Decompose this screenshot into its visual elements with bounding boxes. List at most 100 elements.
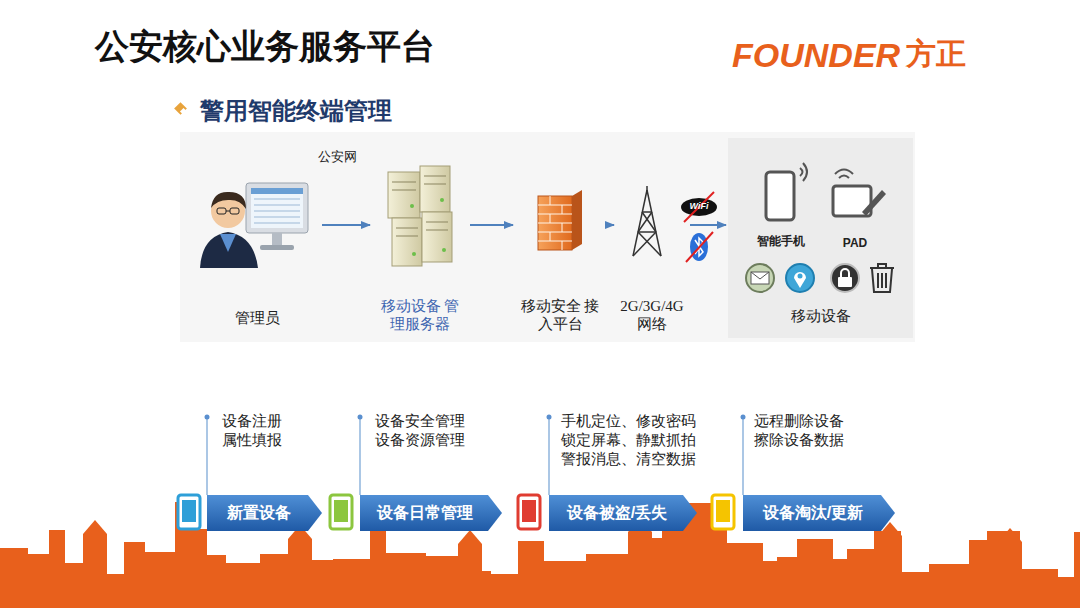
smartphone-icon xyxy=(771,179,789,211)
city-skyline xyxy=(83,520,107,608)
administrator-icon xyxy=(230,208,239,214)
firewall-icon xyxy=(538,241,572,242)
location-icon xyxy=(798,274,803,279)
city-skyline xyxy=(628,518,652,608)
administrator-icon xyxy=(251,188,303,194)
stage-note: 设备注册 属性填报 xyxy=(222,412,290,450)
diagram-ground xyxy=(180,132,915,342)
server-icon xyxy=(396,236,418,237)
bullet-diamond xyxy=(174,102,187,115)
chevron-shape xyxy=(360,495,502,531)
firewall-icon xyxy=(562,241,563,250)
server-icon xyxy=(392,182,416,183)
administrator-icon xyxy=(211,192,246,209)
antenna-tower xyxy=(638,231,656,233)
wifi-disabled-icon xyxy=(684,192,714,222)
message-icon xyxy=(746,264,774,292)
administrator-icon xyxy=(260,245,294,250)
bullet-diamond xyxy=(180,108,187,115)
tablet-icon xyxy=(839,176,849,179)
stage-chevron: 设备被盗/丢失 xyxy=(549,495,697,531)
leader-line xyxy=(742,418,744,495)
firewall-icon xyxy=(538,232,572,233)
city-skyline xyxy=(458,530,482,608)
flow-arrow xyxy=(690,224,726,226)
city-skyline xyxy=(288,525,312,608)
city-skyline xyxy=(998,528,1022,608)
network-label: 公安网 xyxy=(318,149,357,165)
antenna-tower xyxy=(633,186,661,256)
device-panel: 移动设备智能手机PAD xyxy=(728,138,913,338)
administrator-icon xyxy=(254,211,300,212)
smartphone-icon xyxy=(800,168,803,176)
leader-line xyxy=(359,418,361,495)
administrator-icon xyxy=(246,183,308,233)
antenna-tower xyxy=(638,232,661,256)
node-label: 移动安全 接入平台 xyxy=(518,297,602,335)
node-label: 2G/3G/4G 网络 xyxy=(616,297,688,335)
lock-icon xyxy=(831,264,859,292)
server-icon xyxy=(410,204,414,208)
timeline-phone-icon xyxy=(178,495,200,529)
node-label: 管理员 xyxy=(235,309,280,328)
node-label: PAD xyxy=(843,236,867,250)
administrator-icon xyxy=(217,208,226,214)
logo-text: 方正 xyxy=(906,35,966,73)
wifi-disabled-icon xyxy=(681,192,717,222)
server-icon xyxy=(426,230,448,231)
lock-icon xyxy=(841,269,849,277)
timeline-phone-icon xyxy=(330,495,352,529)
access-platform-node: 移动安全 接入平台 xyxy=(515,160,605,338)
administrator-icon xyxy=(254,217,300,218)
server-icon xyxy=(424,184,446,185)
city-skyline xyxy=(878,522,902,608)
leader-line xyxy=(358,415,363,420)
trash-icon xyxy=(881,273,883,288)
server-icon xyxy=(396,228,418,229)
server-node: 移动设备 管理服务器 xyxy=(372,160,468,338)
message-icon xyxy=(751,272,769,279)
bullet-diamond xyxy=(174,102,187,115)
page-title: 公安核心业务服务平台 xyxy=(95,24,435,70)
tablet-icon xyxy=(862,190,886,216)
network-node: 2G/3G/4G 网络 xyxy=(616,160,688,338)
antenna-tower xyxy=(642,211,652,213)
tablet-node: PAD xyxy=(822,160,888,250)
trash-icon xyxy=(870,264,894,292)
location-icon xyxy=(786,264,814,292)
chevron-shape xyxy=(743,495,895,531)
smartphone-node: 智能手机 xyxy=(752,160,810,250)
firewall-icon xyxy=(538,223,572,224)
firewall-icon xyxy=(562,223,563,232)
stage-label: 设备日常管理 xyxy=(377,503,473,524)
administrator-node: 管理员 xyxy=(195,160,320,338)
diagram-ground xyxy=(180,132,915,342)
leader-line xyxy=(206,418,208,495)
stage-label: 设备被盗/丢失 xyxy=(567,503,667,524)
administrator-icon xyxy=(272,233,282,245)
bluetooth-disabled-icon xyxy=(686,232,713,262)
node-label: 智能手机 xyxy=(757,233,805,250)
firewall-icon xyxy=(572,190,582,250)
message-icon xyxy=(751,272,769,284)
timeline-phone-icon xyxy=(522,500,536,522)
stage-label: 设备淘汰/更新 xyxy=(763,503,863,524)
administrator-icon xyxy=(254,205,300,206)
trash-icon xyxy=(885,273,887,288)
chevron-shape xyxy=(207,495,322,531)
tablet-icon xyxy=(835,170,853,175)
server-icon xyxy=(392,218,422,266)
timeline-phone-icon xyxy=(712,495,734,529)
location-icon xyxy=(794,272,806,288)
trash-icon xyxy=(878,264,886,268)
timeline-phone-icon xyxy=(716,500,730,522)
stage-chevron: 设备日常管理 xyxy=(360,495,502,531)
trash-icon xyxy=(877,273,879,288)
administrator-icon xyxy=(220,234,236,252)
flow-arrow xyxy=(470,224,513,226)
server-icon xyxy=(392,190,416,191)
location-icon xyxy=(786,264,814,292)
flow-arrow xyxy=(607,224,614,226)
leader-line xyxy=(548,418,550,495)
